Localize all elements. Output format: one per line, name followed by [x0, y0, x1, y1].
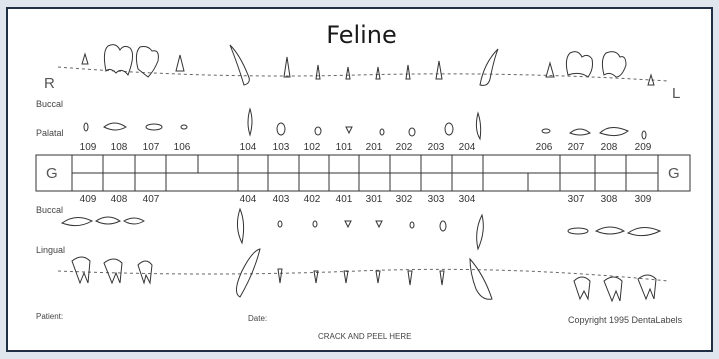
tooth-number: 104: [240, 142, 257, 153]
tooth-number: 107: [143, 142, 160, 153]
copyright-notice: Copyright 1995 DentaLabels: [568, 315, 682, 325]
dental-chart-label: Feline: [6, 7, 713, 352]
tooth-number: 301: [366, 194, 383, 205]
tooth-number: 102: [304, 142, 321, 153]
date-label: Date:: [248, 314, 267, 323]
tooth-number: 209: [635, 142, 652, 153]
tooth-number: 408: [111, 194, 128, 205]
lingual-label: Lingual: [36, 245, 65, 255]
tooth-number: 403: [273, 194, 290, 205]
tooth-number: 103: [273, 142, 290, 153]
tooth-number: 407: [143, 194, 160, 205]
tooth-number: 207: [568, 142, 585, 153]
gingiva-marker-right: G: [46, 165, 58, 182]
tooth-number: 101: [336, 142, 353, 153]
crack-and-peel-instruction: CRACK AND PEEL HERE: [318, 332, 412, 341]
tooth-number: 303: [428, 194, 445, 205]
tooth-number: 401: [336, 194, 353, 205]
tooth-number: 302: [396, 194, 413, 205]
tooth-number: 109: [80, 142, 97, 153]
tooth-number: 201: [366, 142, 383, 153]
dental-chart-drawing: [8, 9, 715, 354]
tooth-number: 202: [396, 142, 413, 153]
upper-buccal-label: Buccal: [36, 99, 63, 109]
tooth-number: 402: [304, 194, 321, 205]
palatal-label: Palatal: [36, 128, 64, 138]
tooth-number: 307: [568, 194, 585, 205]
left-side-marker: L: [672, 85, 680, 102]
tooth-number: 203: [428, 142, 445, 153]
patient-label: Patient:: [36, 312, 63, 321]
tooth-number: 304: [459, 194, 476, 205]
tooth-number: 308: [601, 194, 618, 205]
lower-buccal-label: Buccal: [36, 205, 63, 215]
gingiva-marker-left: G: [668, 165, 680, 182]
tooth-number: 206: [536, 142, 553, 153]
tooth-number: 204: [459, 142, 476, 153]
tooth-number: 108: [111, 142, 128, 153]
tooth-number: 404: [240, 194, 257, 205]
right-side-marker: R: [44, 75, 55, 92]
tooth-number: 208: [601, 142, 618, 153]
tooth-number: 106: [174, 142, 191, 153]
tooth-number: 309: [635, 194, 652, 205]
tooth-number: 409: [80, 194, 97, 205]
